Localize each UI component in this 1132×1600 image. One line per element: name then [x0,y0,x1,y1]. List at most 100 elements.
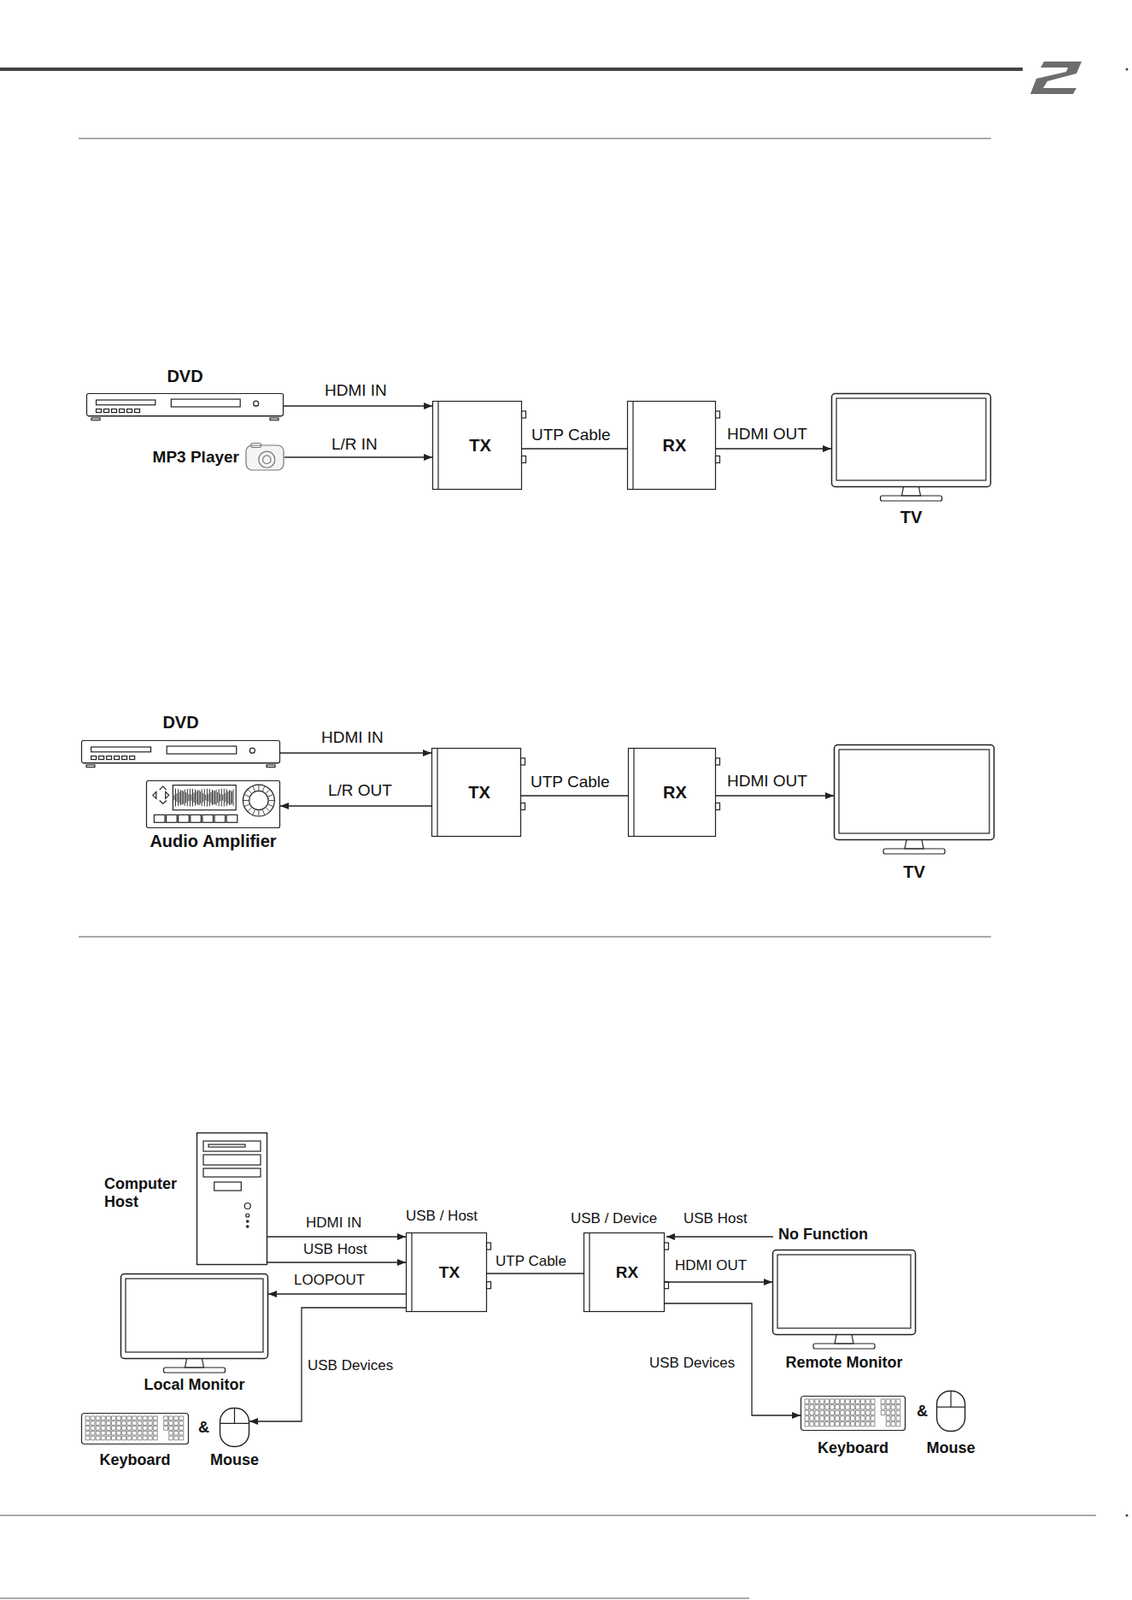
keyboard: Keyboard [800,1395,906,1431]
amplifier-button [153,814,165,822]
page-dot [1126,1513,1129,1517]
front-button [104,409,110,413]
signal-label: HDMI IN [305,1214,362,1232]
waveform [174,788,234,807]
drive-bay [203,1154,261,1165]
signal-label: USB Host [683,1209,748,1227]
label-holder: TX [437,747,522,837]
front-button [106,756,112,760]
unused-port-arrow [666,1235,774,1237]
front-button [119,409,125,413]
disc-tray [96,399,156,405]
device-label: RX [662,782,687,803]
player-button [251,443,262,448]
monitor-bezel [121,1273,269,1359]
mp3-player: MP3 Player [245,442,285,472]
knob-ticks [243,785,275,816]
status-led [246,1219,249,1222]
label-holder: RX [633,400,716,490]
device-label: Mouse [210,1450,259,1469]
receiver-box: RX [583,1231,665,1312]
monitor-bezel [834,744,995,840]
dvd-player: DVD [81,739,281,768]
device-label: Computer Host [104,1174,190,1210]
tv-display-drawing [831,392,992,487]
unit-edge [410,1232,412,1311]
device-label: RX [662,435,687,456]
mouse-drawing [219,1407,250,1447]
port-label: USB / Host [405,1207,478,1225]
device-label: Remote Monitor [785,1353,904,1372]
spectrum-display [172,785,236,810]
monitor-neck [834,1334,854,1344]
status-led [246,1213,250,1217]
unit-port [715,757,721,765]
monitor-base [883,848,945,854]
signal-connector [267,1235,406,1237]
monitor-base [813,1343,875,1349]
mp3-player-drawing [245,442,285,472]
dvd-foot [269,417,279,421]
signal-label: L/R IN [331,434,378,454]
power-knob [253,400,259,406]
keyboard-drawing [800,1395,906,1431]
drawing-part [82,762,279,763]
signal-connector [249,1307,406,1421]
signal-label: UTP Cable [531,425,611,445]
port-label: USB / Device [570,1209,657,1227]
signal-label: HDMI OUT [727,771,808,791]
ampersand: & [916,1401,928,1420]
floppy-slot [214,1181,242,1191]
label-holder: DVD [166,366,203,387]
signal-label: HDMI IN [321,727,384,747]
drive-slot [208,1143,246,1147]
label-holder: Remote Monitor [785,1353,904,1372]
label-holder: DVD [162,712,199,733]
signal-connector [664,1280,773,1282]
audio-amplifier: Audio Amplifier [146,780,281,828]
device-label: Audio Amplifier [149,831,276,851]
signal-connector [280,804,432,806]
receiver-box: RX [627,400,716,490]
mouse-drawing [936,1390,966,1432]
label-holder: TX [438,400,523,490]
unit-body [432,748,522,837]
unit-edge [632,401,634,489]
signal-label: L/R OUT [328,780,393,800]
signal-label: USB Devices [649,1354,735,1372]
dvd-player-drawing [81,739,281,768]
front-button [122,756,128,760]
footer-rule [0,1513,1097,1515]
player-wheel [258,451,276,468]
unit-port [521,757,526,765]
monitor-screen [836,398,986,481]
dvd-foot [91,417,100,421]
mouse-body [937,1390,966,1432]
device-label: TV [900,507,923,528]
label-holder: Keyboard [99,1450,171,1469]
label-holder: Mouse [210,1450,259,1469]
device-label: Local Monitor [144,1375,246,1394]
label-holder: RX [589,1231,665,1312]
dvd-foot [266,764,276,768]
unit-port [522,410,527,418]
key-grid [804,1398,901,1426]
receiver-box: RX [627,747,716,837]
monitor-neck [185,1358,205,1367]
front-button [96,409,102,413]
label-holder: Keyboard [817,1438,889,1457]
note-label: No Function [778,1225,869,1244]
keyboard-body [801,1395,906,1431]
unit-body [406,1232,487,1312]
footer-rule [0,1596,750,1598]
mouse: Mouse [219,1407,250,1447]
monitor-base [880,495,943,501]
ampersand: & [198,1418,210,1437]
amplifier-button [214,814,226,822]
volume-knob [242,784,275,816]
monitor-bezel [773,1249,916,1335]
unit-port [664,1242,669,1250]
front-display [170,398,241,407]
local-monitor-drawing [120,1272,269,1359]
volume-knob [249,790,269,810]
